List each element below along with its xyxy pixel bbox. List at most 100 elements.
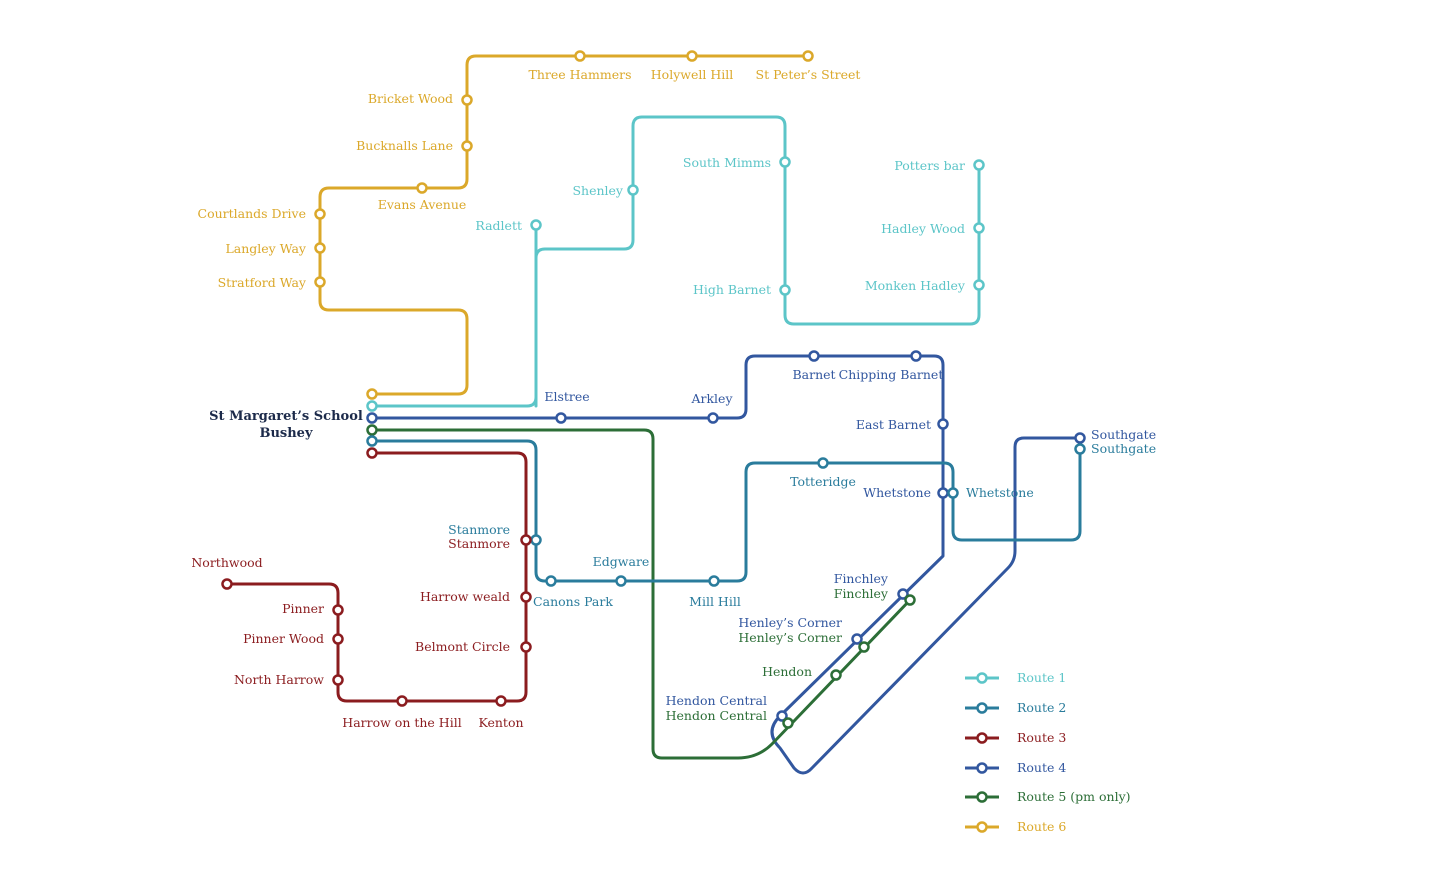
station-label: Shenley xyxy=(572,183,623,198)
station-label: Elstree xyxy=(544,389,589,404)
stop-marker xyxy=(366,400,378,412)
stop-marker xyxy=(416,182,428,194)
stop-marker xyxy=(520,534,532,546)
route-3-labels: Stanmore Harrow weald Belmont Circle Ken… xyxy=(191,536,523,730)
station-label: Southgate xyxy=(1091,441,1156,456)
station-label: Potters bar xyxy=(894,158,965,173)
stop-marker xyxy=(314,208,326,220)
station-label: Bricket Wood xyxy=(368,91,453,106)
stop-marker xyxy=(776,710,788,722)
legend-item-route-5: Route 5 (pm only) xyxy=(965,789,1131,804)
station-label: Evans Avenue xyxy=(378,197,467,212)
station-label: Finchley xyxy=(834,571,889,586)
station-label: Hendon xyxy=(762,664,812,679)
school-name: St Margaret’s School xyxy=(209,409,363,424)
station-label: Henley’s Corner xyxy=(738,615,842,630)
station-label: Pinner Wood xyxy=(243,631,324,646)
stop-marker xyxy=(830,669,842,681)
stop-marker xyxy=(1074,443,1086,455)
station-label: Canons Park xyxy=(533,594,613,609)
stop-marker xyxy=(808,350,820,362)
station-label: East Barnet xyxy=(856,417,931,432)
station-label: Finchley xyxy=(834,586,889,601)
legend-label: Route 5 (pm only) xyxy=(1017,789,1131,804)
stop-marker xyxy=(708,575,720,587)
legend-item-route-6: Route 6 xyxy=(965,819,1066,834)
legend-label: Route 3 xyxy=(1017,730,1066,745)
station-label: Hadley Wood xyxy=(881,221,965,236)
stop-marker xyxy=(396,695,408,707)
route-4-stops xyxy=(366,350,1086,722)
stop-marker xyxy=(782,717,794,729)
station-label: Belmont Circle xyxy=(415,639,510,654)
route-lines xyxy=(225,54,1082,775)
stop-marker xyxy=(779,284,791,296)
station-label: Courtlands Drive xyxy=(198,206,306,221)
station-label: Hendon Central xyxy=(666,708,767,723)
station-label: Radlett xyxy=(475,218,522,233)
school-label: St Margaret’s School Bushey xyxy=(209,409,363,441)
stop-marker xyxy=(937,487,949,499)
station-label: Southgate xyxy=(1091,427,1156,442)
station-label: Harrow on the Hill xyxy=(342,715,461,730)
station-label: Northwood xyxy=(191,555,262,570)
stop-marker xyxy=(314,242,326,254)
station-label: Holywell Hill xyxy=(651,67,733,82)
stop-marker xyxy=(973,222,985,234)
stop-marker xyxy=(520,591,532,603)
legend-label: Route 2 xyxy=(1017,700,1066,715)
stop-marker xyxy=(530,534,542,546)
route-1-line xyxy=(370,115,981,408)
route-5-labels: Finchley Henley’s Corner Hendon Hendon C… xyxy=(666,586,889,723)
legend-item-route-3: Route 3 xyxy=(965,730,1066,745)
station-label: St Peter’s Street xyxy=(756,67,861,82)
stop-marker xyxy=(779,156,791,168)
legend-item-route-4: Route 4 xyxy=(965,760,1066,775)
legend-label: Route 4 xyxy=(1017,760,1066,775)
stop-marker xyxy=(366,435,378,447)
route-2-line xyxy=(370,439,1082,583)
stop-marker xyxy=(520,641,532,653)
stop-marker xyxy=(1074,432,1086,444)
stop-marker xyxy=(530,219,542,231)
stop-marker xyxy=(910,350,922,362)
stop-marker xyxy=(495,695,507,707)
stop-marker xyxy=(332,674,344,686)
stop-marker xyxy=(221,578,233,590)
station-label: Kenton xyxy=(478,715,523,730)
station-label: Stratford Way xyxy=(218,275,307,290)
station-label: Edgware xyxy=(593,554,650,569)
route-3-stops xyxy=(221,447,532,707)
stop-marker xyxy=(707,412,719,424)
station-label: Totteridge xyxy=(790,474,856,489)
station-label: Hendon Central xyxy=(666,693,767,708)
legend: Route 1 Route 2 Route 3 Route 4 Route 5 … xyxy=(965,670,1131,834)
stop-marker xyxy=(545,575,557,587)
stop-marker xyxy=(973,279,985,291)
school-location: Bushey xyxy=(259,426,312,441)
route-4-labels: Elstree Arkley Barnet Chipping Barnet Ea… xyxy=(544,367,1156,708)
stop-marker xyxy=(686,50,698,62)
route-2-stops xyxy=(366,435,1086,587)
station-label: Langley Way xyxy=(225,241,306,256)
route-2-labels: Stanmore Edgware Canons Park Mill Hill T… xyxy=(448,441,1156,609)
station-label: Chipping Barnet xyxy=(839,367,944,382)
stop-marker xyxy=(973,159,985,171)
stop-marker xyxy=(615,575,627,587)
route-4-line xyxy=(370,354,1082,775)
route-5-line xyxy=(370,428,912,760)
station-label: Henley’s Corner xyxy=(738,630,842,645)
stop-marker xyxy=(366,424,378,436)
route-1-stops xyxy=(366,156,985,412)
route-6-labels: Three Hammers Holywell Hill St Peter’s S… xyxy=(198,67,861,290)
legend-label: Route 6 xyxy=(1017,819,1066,834)
station-label: Whetstone xyxy=(863,485,931,500)
station-label: Monken Hadley xyxy=(865,278,966,293)
legend-item-route-2: Route 2 xyxy=(965,700,1066,715)
stop-marker xyxy=(904,594,916,606)
route-5-stops xyxy=(366,424,916,729)
stop-marker xyxy=(897,588,909,600)
station-label: South Mimms xyxy=(683,155,771,170)
station-label: High Barnet xyxy=(693,282,771,297)
station-label: Harrow weald xyxy=(420,589,510,604)
